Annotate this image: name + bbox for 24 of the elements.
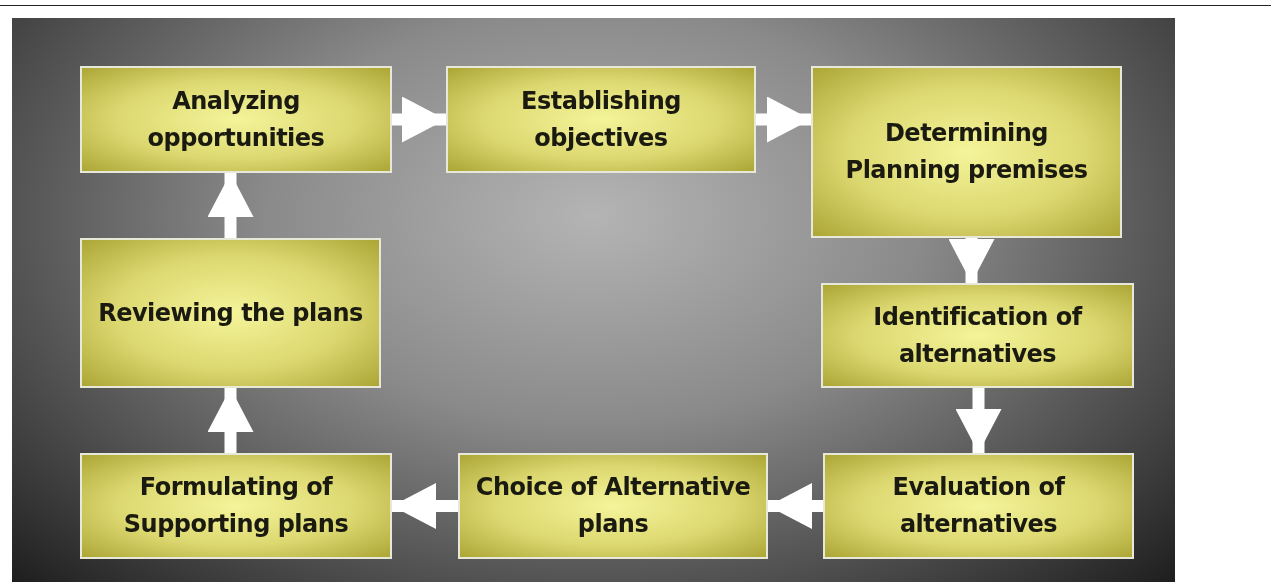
process-box — [811, 66, 1122, 238]
step-label: Evaluation of alternatives — [891, 472, 1067, 540]
process-box — [823, 453, 1134, 559]
step-label: Reviewing the plans — [98, 297, 363, 329]
step-label: Determining Planning premises — [844, 118, 1089, 186]
step-label: Formulating of Supporting plans — [122, 472, 350, 540]
arrow — [392, 483, 458, 529]
process-box — [80, 453, 392, 559]
step-label: Establishing objectives — [520, 85, 682, 154]
process-box — [80, 66, 392, 173]
arrow — [756, 96, 811, 143]
arrow — [392, 96, 446, 143]
process-box — [446, 66, 756, 173]
step-label: Analyzing opportunities — [146, 85, 326, 154]
arrow — [948, 238, 995, 283]
step-label: Identification of alternatives — [872, 301, 1084, 370]
arrow — [207, 388, 254, 453]
process-box — [821, 283, 1134, 388]
arrow — [768, 483, 823, 529]
step-label: Choice of Alternative plans — [474, 472, 752, 540]
arrow — [955, 388, 1002, 453]
arrow — [207, 173, 254, 238]
process-box — [458, 453, 768, 559]
process-box — [80, 238, 381, 388]
